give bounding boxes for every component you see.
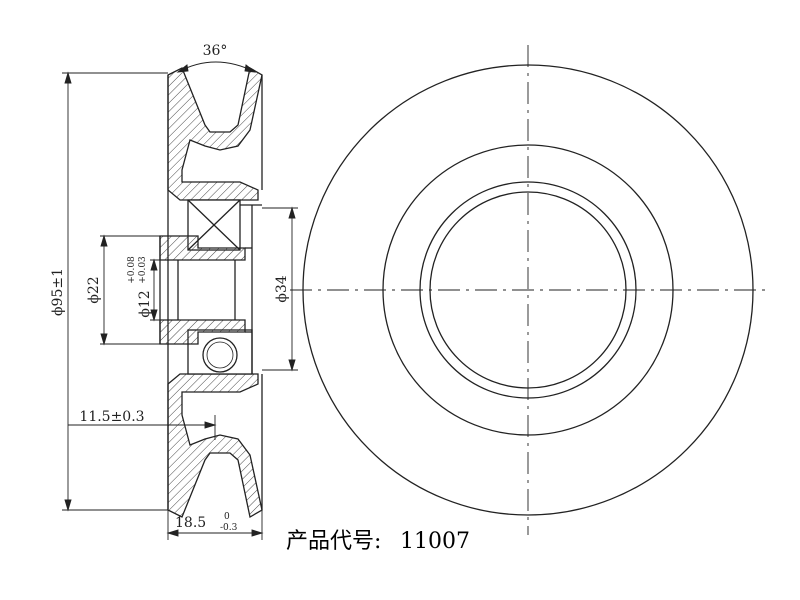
width-tol-upper: 0 xyxy=(224,512,230,522)
angle-label: 36° xyxy=(203,43,228,59)
product-code-value: 11007 xyxy=(400,529,470,554)
bore-tol-upper: +0.08 xyxy=(127,256,137,284)
product-code-label: 产品代号: xyxy=(286,529,381,554)
offset-label: 11.5±0.3 xyxy=(79,409,144,425)
width-label: 18.5 xyxy=(175,515,206,531)
hub-diameter-label: ϕ22 xyxy=(86,276,102,303)
bore-diameter-label: ϕ12 xyxy=(137,290,153,317)
width-tol-lower: -0.3 xyxy=(220,523,238,533)
bearing-diameter-label: ϕ34 xyxy=(274,275,290,302)
section-view xyxy=(159,66,263,519)
center-lines xyxy=(290,45,770,535)
outer-diameter-label: ϕ95±1 xyxy=(50,268,66,316)
bore-tol-lower: +0.03 xyxy=(138,256,148,284)
lower-shell xyxy=(167,373,263,519)
upper-shell xyxy=(167,66,263,201)
dimension-lines xyxy=(62,61,298,540)
